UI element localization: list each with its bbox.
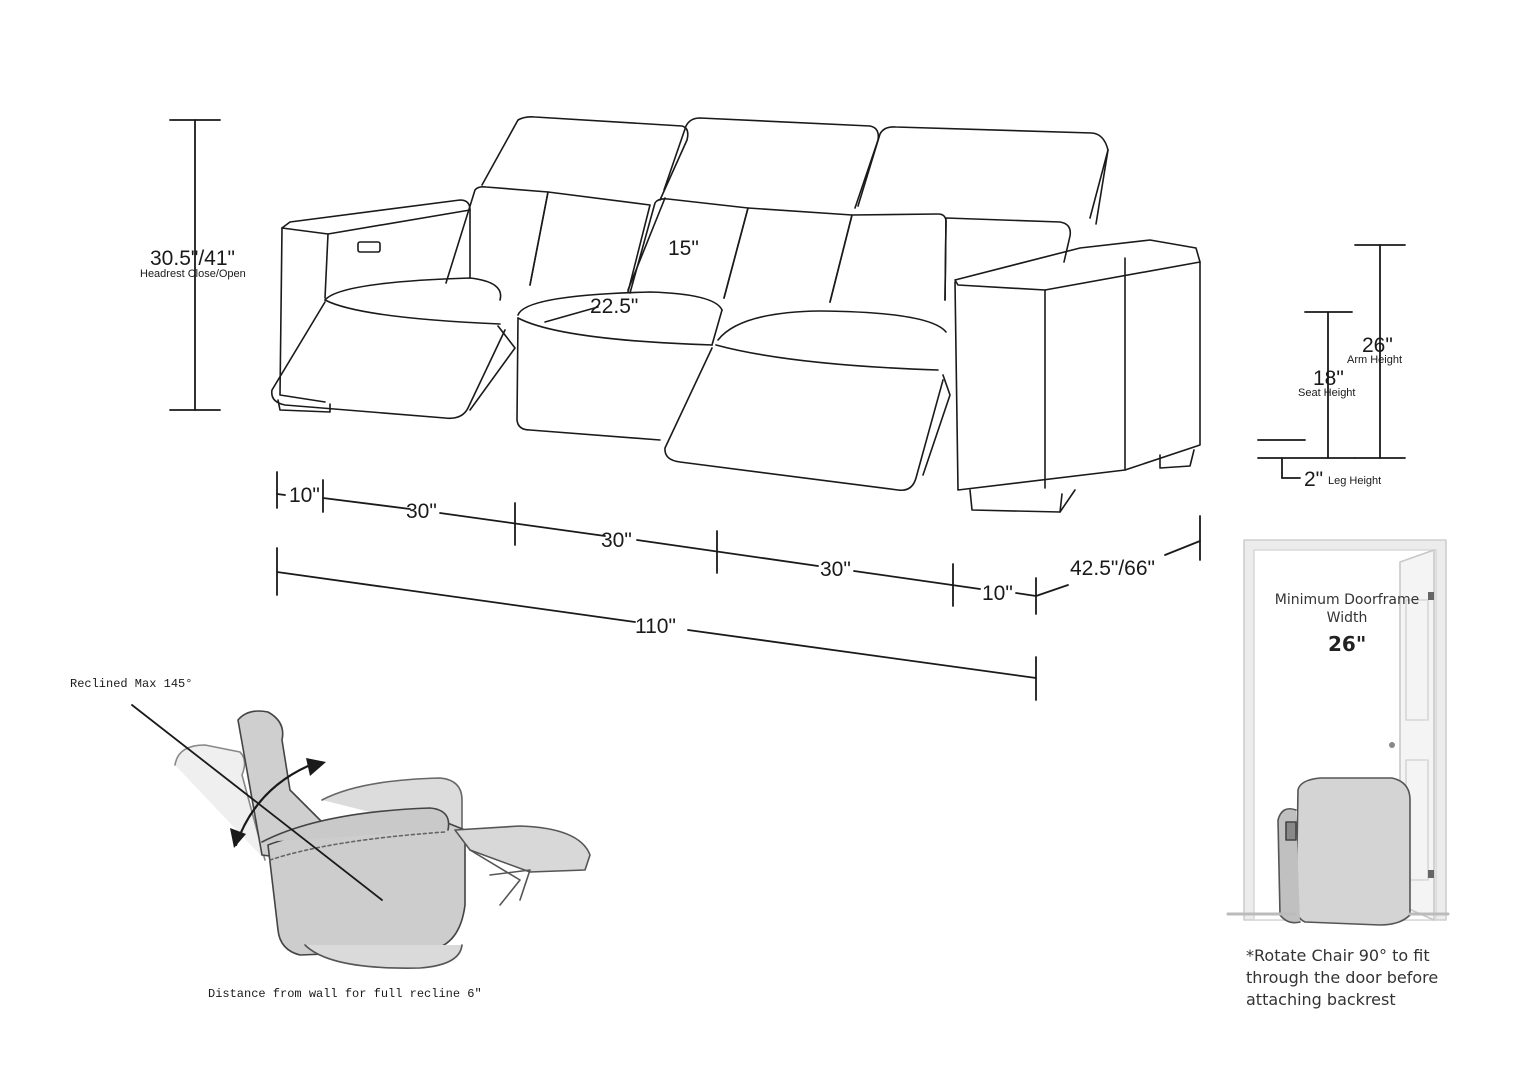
total-height-label: 30.5"/41" xyxy=(150,247,235,270)
door-note-line-2: through the door before xyxy=(1246,968,1439,987)
arm-height-label: 26" xyxy=(1362,334,1393,357)
seat-height-caption: Seat Height xyxy=(1298,387,1356,399)
leg-height-caption: Leg Height xyxy=(1328,475,1382,487)
seat-1-width-label: 30" xyxy=(406,500,437,523)
wall-distance-label: Distance from wall for full recline 6" xyxy=(208,987,482,1001)
headrest-dimension xyxy=(627,197,666,291)
height-dimension xyxy=(169,119,221,411)
recline-angle-label: Reclined Max 145° xyxy=(70,677,193,691)
door-illustration xyxy=(1226,539,1450,926)
seat-depth-dimension xyxy=(544,306,599,323)
headrest-label: 15" xyxy=(668,237,699,260)
door-note-line-1: *Rotate Chair 90° to fit xyxy=(1246,946,1430,965)
depth-label: 42.5"/66" xyxy=(1070,557,1155,580)
door-note-line-3: attaching backrest xyxy=(1246,990,1396,1009)
total-width-label: 110" xyxy=(635,615,676,638)
doorframe-width: 26" xyxy=(1328,632,1367,656)
leg-height-label: 2" xyxy=(1304,468,1324,491)
side-height-dimensions xyxy=(1257,244,1406,479)
arm-height-caption: Arm Height xyxy=(1347,354,1403,366)
seat-depth-label: 22.5" xyxy=(590,295,639,318)
total-height-caption: Headrest Close/Open xyxy=(140,268,246,280)
width-dimensions xyxy=(276,471,1201,701)
doorframe-title: Minimum Doorframe Width xyxy=(1274,592,1420,626)
arm-left-width-label: 10" xyxy=(289,484,320,507)
recliner-illustration xyxy=(131,704,591,969)
seat-height-label: 18" xyxy=(1313,367,1344,390)
seat-2-width-label: 30" xyxy=(601,529,632,552)
seat-3-width-label: 30" xyxy=(820,558,851,581)
arm-right-width-label: 10" xyxy=(982,582,1013,605)
sofa-outline xyxy=(270,116,1201,513)
